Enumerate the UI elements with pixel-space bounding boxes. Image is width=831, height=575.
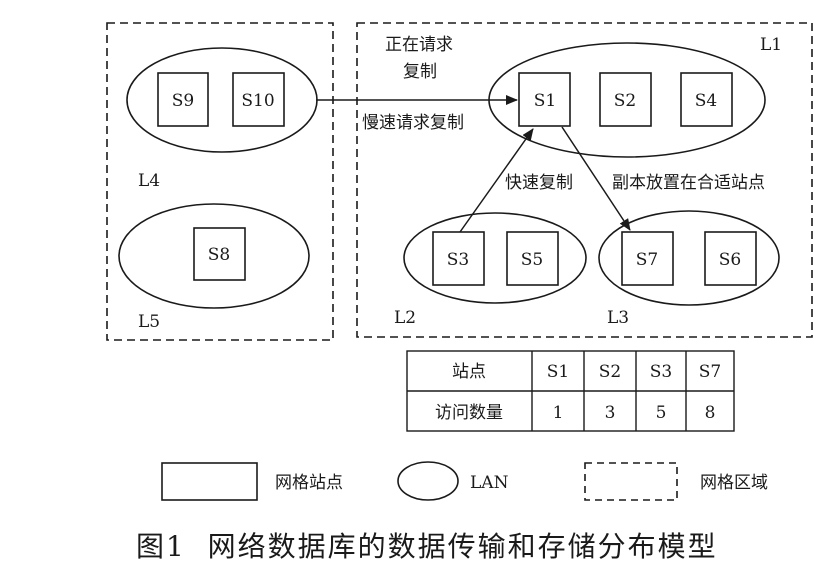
table-header-access: 访问数量 — [435, 403, 503, 423]
table-cell-site: S7 — [699, 362, 721, 382]
fast-copy-label: 快速复制 — [505, 173, 573, 193]
place-replica-label: 副本放置在合适站点 — [612, 173, 765, 193]
lan-label-l5: L5 — [138, 312, 160, 332]
site-s3: S3 — [432, 231, 485, 286]
site-s8: S8 — [193, 227, 246, 281]
site-s6: S6 — [704, 231, 757, 286]
figure-caption: 图1 网络数据库的数据传输和存储分布模型 — [136, 530, 718, 563]
table-cell-site: S3 — [650, 362, 672, 382]
table-cell-count: 5 — [656, 403, 667, 423]
site-label: S3 — [447, 250, 469, 270]
site-label: S6 — [719, 250, 741, 270]
arrow-place-replica — [561, 126, 631, 231]
lan-label-l2: L2 — [394, 308, 416, 328]
site-s9: S9 — [157, 72, 209, 127]
lan-l4 — [126, 47, 318, 153]
table-header-site: 站点 — [452, 362, 486, 382]
site-label: S4 — [695, 91, 717, 111]
site-s1: S1 — [518, 72, 571, 127]
lan-l5 — [118, 203, 310, 309]
legend-region-swatch — [584, 462, 678, 501]
lan-l2 — [403, 212, 587, 304]
access-count-table: 站点 访问数量 S1 S2 S3 S7 1 3 5 8 — [406, 350, 735, 432]
legend-lan-label: LAN — [470, 473, 509, 493]
table-cell-count: 8 — [705, 403, 716, 423]
lan-label-l4: L4 — [138, 171, 160, 191]
site-s4: S4 — [680, 72, 733, 127]
legend-site-label: 网格站点 — [275, 473, 343, 493]
legend-region-label: 网格区域 — [700, 473, 768, 493]
slow-request-label: 慢速请求复制 — [362, 112, 464, 133]
arrow-fast-copy — [459, 128, 534, 233]
site-label: S1 — [534, 91, 556, 111]
site-s10: S10 — [232, 72, 285, 127]
site-s2: S2 — [599, 72, 652, 127]
site-s7: S7 — [621, 231, 674, 286]
legend: 网格站点 LAN 网格区域 — [161, 461, 768, 501]
lan-l3 — [598, 210, 780, 306]
grid-region-right — [356, 22, 813, 338]
site-label: S9 — [172, 91, 194, 111]
table-cell-site: S1 — [547, 362, 569, 382]
legend-lan-swatch — [397, 461, 459, 501]
site-label: S10 — [241, 91, 274, 111]
table-cell-count: 3 — [605, 403, 616, 423]
lan-label-l3: L3 — [607, 308, 629, 328]
site-s5: S5 — [506, 231, 559, 286]
table-cell-count: 1 — [553, 403, 564, 423]
legend-site-swatch — [161, 462, 258, 501]
grid-region-left — [106, 22, 334, 341]
site-label: S5 — [521, 250, 543, 270]
site-label: S7 — [636, 250, 658, 270]
site-label: S8 — [208, 245, 230, 265]
site-label: S2 — [614, 91, 636, 111]
requesting-label-line1: 正在请求 — [385, 35, 453, 55]
requesting-label-line2: 复制 — [403, 62, 437, 82]
table-cell-site: S2 — [599, 362, 621, 382]
lan-label-l1: L1 — [760, 35, 782, 55]
